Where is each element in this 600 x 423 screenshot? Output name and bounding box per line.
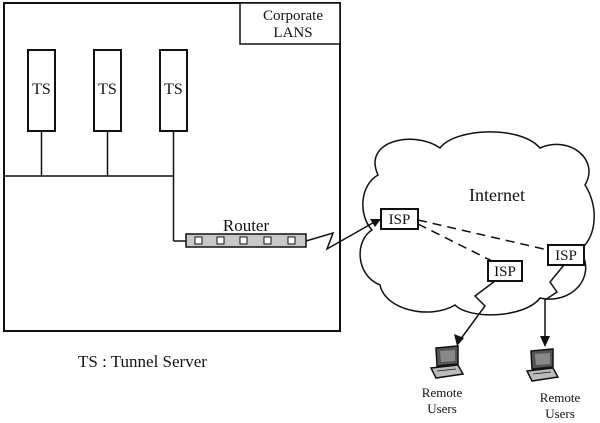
- router-port: [239, 236, 248, 245]
- isp-node-1: ISP: [380, 208, 419, 230]
- isp-label: ISP: [555, 248, 577, 264]
- remote-user-1: Remote Users: [422, 345, 465, 416]
- laptop-icon: [525, 348, 560, 382]
- remote-user-2: Remote Users: [525, 348, 581, 421]
- tunnel-server-3: TS: [159, 49, 188, 241]
- isp-link-dashed: [417, 219, 549, 251]
- legend-text: TS : Tunnel Server: [78, 352, 207, 371]
- corporate-lan-label-line2: LANS: [273, 25, 312, 41]
- tunnel-server-2: TS: [93, 49, 122, 176]
- corporate-lan-boundary: [3, 2, 341, 332]
- internet-label: Internet: [469, 185, 525, 205]
- isp-label: ISP: [494, 264, 516, 280]
- router: Router: [185, 216, 307, 248]
- remote-user-label-line1: Remote: [540, 390, 581, 405]
- tunnel-server-label: TS: [164, 81, 183, 98]
- remote-user-label-line2: Users: [545, 406, 575, 421]
- corporate-lan: Corporate LANS TS TS TS Router: [3, 2, 341, 332]
- router-port: [194, 236, 203, 245]
- laptop-icon: [429, 345, 465, 379]
- tunnel-server-label: TS: [98, 81, 117, 98]
- isp-node-3: ISP: [547, 244, 585, 266]
- internet-cloud: Internet ISP ISP ISP: [359, 131, 595, 316]
- tunnel-server-label: TS: [32, 81, 51, 98]
- arrowhead: [454, 334, 464, 346]
- remote-user-link: [459, 280, 496, 341]
- remote-user-link: [544, 264, 565, 340]
- router-isp-wan-link: [305, 219, 379, 251]
- isp-label: ISP: [389, 212, 411, 228]
- arrowhead: [370, 219, 381, 227]
- router-label: Router: [223, 216, 270, 235]
- router-port: [216, 236, 225, 245]
- cloud-outline: [359, 131, 595, 316]
- router-port: [263, 236, 272, 245]
- corporate-lan-label-box: [239, 2, 341, 45]
- tunnel-server-1: TS: [27, 49, 56, 176]
- remote-user-label-line2: Users: [427, 401, 457, 416]
- corporate-lan-label-line1: Corporate: [263, 8, 323, 24]
- remote-user-label-line1: Remote: [422, 385, 463, 400]
- router-port: [287, 236, 296, 245]
- isp-node-2: ISP: [487, 260, 523, 282]
- arrowhead: [540, 336, 550, 347]
